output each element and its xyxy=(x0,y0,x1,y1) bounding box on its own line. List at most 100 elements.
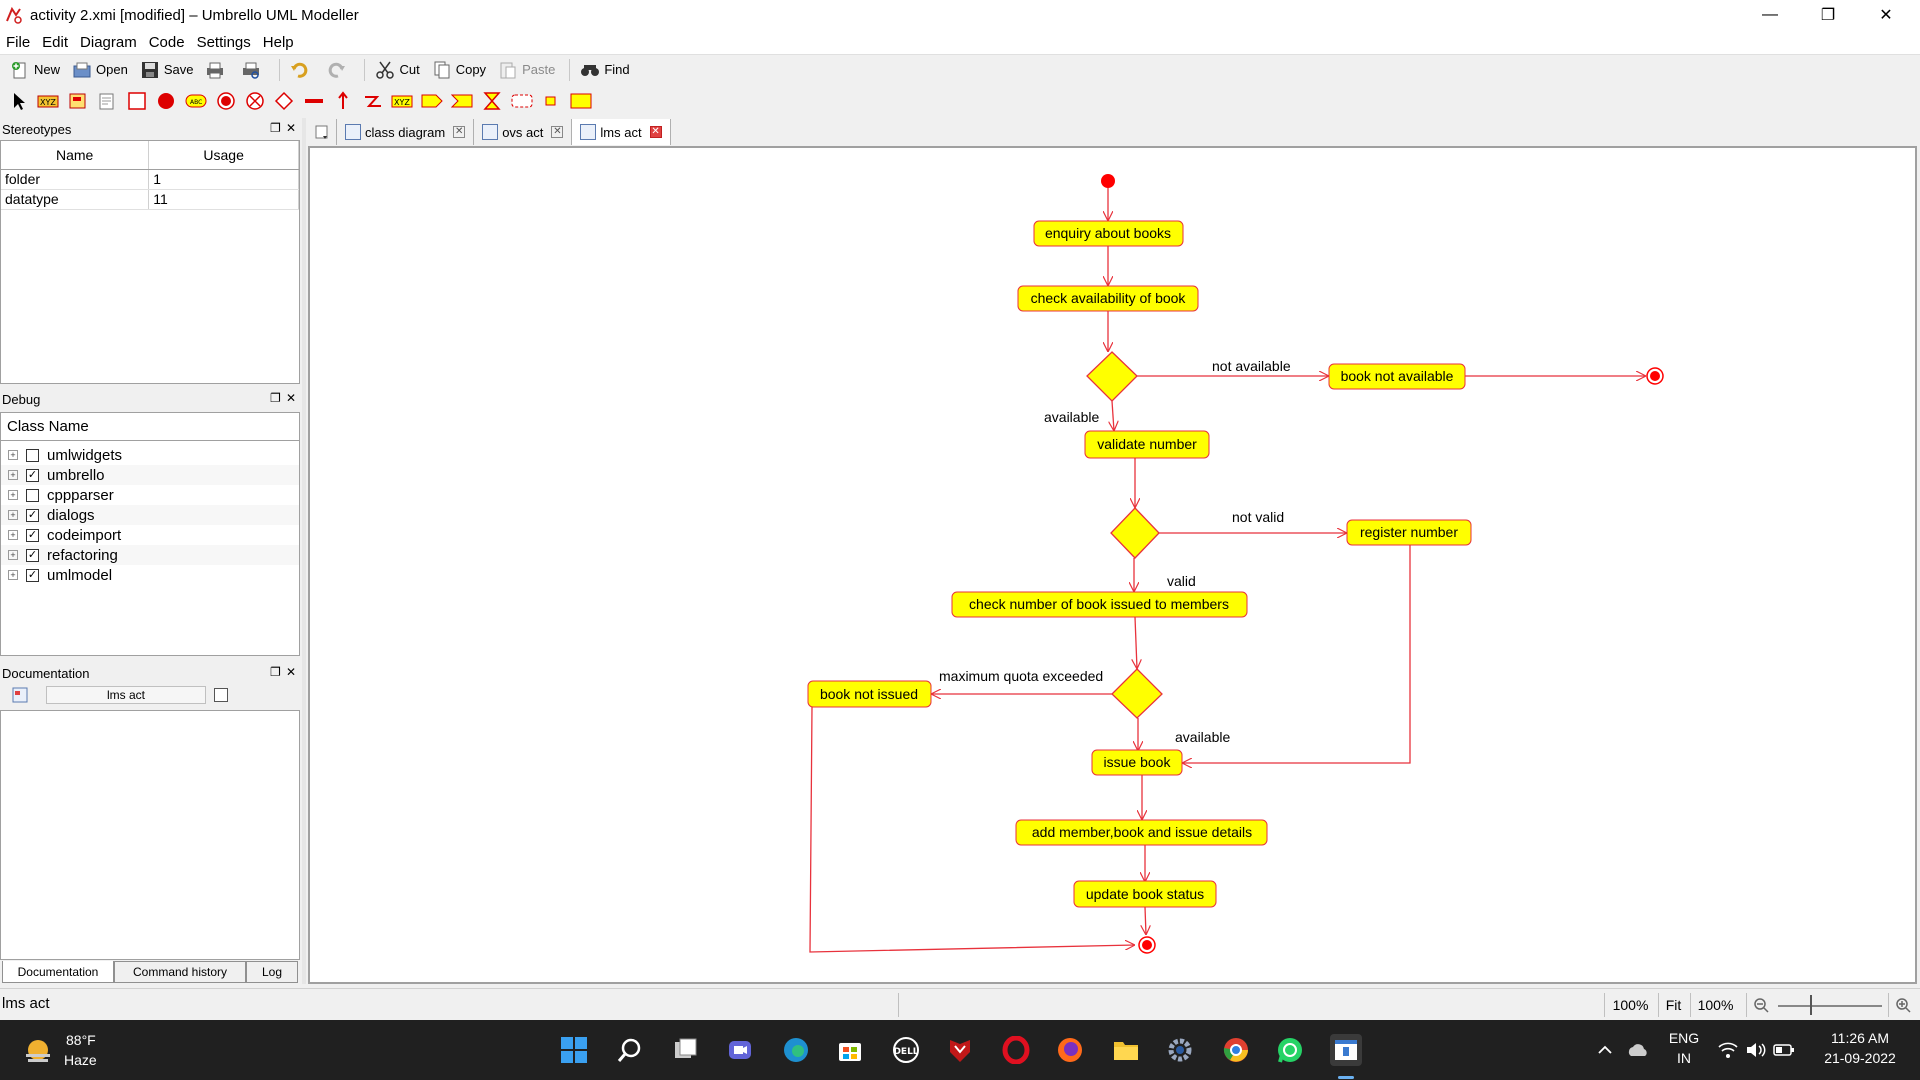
list-item[interactable]: +cppparser xyxy=(1,485,299,505)
firefox-button[interactable] xyxy=(1054,1034,1086,1066)
menu-code[interactable]: Code xyxy=(148,33,185,51)
final-node[interactable] xyxy=(1138,936,1156,954)
list-item[interactable]: +✓umbrello xyxy=(1,465,299,485)
undo-button[interactable] xyxy=(286,57,318,83)
cut-button[interactable]: Cut xyxy=(371,57,423,83)
column-usage-header[interactable]: Usage xyxy=(148,141,299,170)
list-item[interactable]: +✓umlmodel xyxy=(1,565,299,585)
activity-node[interactable]: add member,book and issue details xyxy=(1015,819,1268,846)
send-signal-tool[interactable] xyxy=(421,90,444,112)
activity-node[interactable]: issue book xyxy=(1091,749,1183,776)
anchor-tool[interactable] xyxy=(97,90,118,112)
teams-chat-button[interactable] xyxy=(724,1034,756,1066)
zoom-in-button[interactable] xyxy=(1888,993,1916,1017)
guard-label[interactable]: available xyxy=(1044,409,1099,425)
tab-documentation[interactable]: Documentation xyxy=(2,961,114,983)
activity-node[interactable]: register number xyxy=(1346,519,1472,546)
menu-file[interactable]: File xyxy=(6,33,31,51)
guard-label[interactable]: not available xyxy=(1212,358,1291,374)
show-hidden-icons-button[interactable] xyxy=(1594,1034,1616,1066)
exception-tool[interactable] xyxy=(362,90,383,112)
activity-node[interactable]: update book status xyxy=(1073,880,1217,908)
list-item[interactable]: +✓refactoring xyxy=(1,545,299,565)
menu-help[interactable]: Help xyxy=(262,33,294,51)
maximize-button[interactable]: ❐ xyxy=(1820,7,1836,24)
final-node[interactable] xyxy=(1646,367,1664,385)
documentation-text-area[interactable] xyxy=(0,710,300,960)
class-name-header[interactable]: Class Name xyxy=(1,413,299,441)
select-tool[interactable] xyxy=(8,90,29,112)
dell-app-button[interactable]: DELL xyxy=(890,1034,922,1066)
pin-tool[interactable] xyxy=(541,90,562,112)
expand-icon[interactable]: + xyxy=(8,470,18,480)
transition-line[interactable] xyxy=(1112,400,1114,431)
clock-date[interactable]: 21-09-2022 xyxy=(1824,1050,1896,1066)
close-icon[interactable]: ✕ xyxy=(286,665,297,679)
expand-icon[interactable]: + xyxy=(8,570,18,580)
activity-node[interactable]: check number of book issued to members xyxy=(951,591,1248,618)
zoom-out-button[interactable] xyxy=(1746,993,1774,1017)
flow-final-tool[interactable] xyxy=(244,90,265,112)
debug-checkbox[interactable]: ✓ xyxy=(26,548,39,562)
close-icon[interactable]: ✕ xyxy=(286,391,297,405)
tab-command-history[interactable]: Command history xyxy=(114,961,246,983)
list-item[interactable]: +✓codeimport xyxy=(1,525,299,545)
redo-button[interactable] xyxy=(322,57,354,83)
expand-icon[interactable]: + xyxy=(8,530,18,540)
mcafee-button[interactable] xyxy=(944,1034,976,1066)
tab-close-icon[interactable]: ✕ xyxy=(551,126,564,138)
debug-checkbox[interactable] xyxy=(26,448,39,462)
file-explorer-button[interactable] xyxy=(1110,1034,1142,1066)
weather-icon[interactable] xyxy=(22,1034,54,1066)
zoom-slider-handle[interactable] xyxy=(1810,995,1812,1015)
guard-label[interactable]: available xyxy=(1175,729,1230,745)
settings-button[interactable] xyxy=(1164,1034,1196,1066)
debug-checkbox[interactable]: ✓ xyxy=(26,528,39,542)
activity-node[interactable]: book not issued xyxy=(807,680,932,708)
tab-close-icon[interactable]: ✕ xyxy=(453,126,466,138)
branch-tool[interactable] xyxy=(274,90,295,112)
whatsapp-button[interactable] xyxy=(1274,1034,1306,1066)
transition-line[interactable] xyxy=(809,706,1135,953)
expand-icon[interactable]: + xyxy=(8,550,18,560)
list-item[interactable]: +✓dialogs xyxy=(1,505,299,525)
column-name-header[interactable]: Name xyxy=(1,141,150,170)
zoom-slider[interactable] xyxy=(1778,1005,1882,1007)
documentation-name-field[interactable]: lms act xyxy=(46,686,206,704)
find-button[interactable]: Find xyxy=(576,57,633,83)
tab-log[interactable]: Log xyxy=(246,961,298,983)
final-activity-tool[interactable] xyxy=(215,90,236,112)
table-row[interactable]: folder 1 xyxy=(1,169,299,190)
accept-time-tool[interactable] xyxy=(481,90,502,112)
chrome-button[interactable] xyxy=(1220,1034,1252,1066)
decision-diamond[interactable] xyxy=(1086,351,1138,402)
close-icon[interactable]: ✕ xyxy=(286,121,297,135)
save-button[interactable]: Save xyxy=(136,57,198,83)
print-preview-button[interactable] xyxy=(237,57,269,83)
activity-node[interactable]: enquiry about books xyxy=(1033,220,1184,247)
expand-icon[interactable]: + xyxy=(8,490,18,500)
transition-line[interactable] xyxy=(1135,616,1137,669)
debug-checkbox[interactable]: ✓ xyxy=(26,508,39,522)
text-tool[interactable]: XYZ xyxy=(37,90,59,112)
debug-checkbox[interactable]: ✓ xyxy=(26,468,39,482)
volume-button[interactable] xyxy=(1744,1034,1768,1066)
print-button[interactable] xyxy=(201,57,233,83)
language-indicator[interactable]: ENG xyxy=(1668,1030,1700,1046)
debug-checkbox[interactable] xyxy=(26,488,39,502)
umbrello-taskbar-button[interactable] xyxy=(1330,1034,1362,1066)
partition-tool[interactable] xyxy=(570,90,592,112)
guard-label[interactable]: not valid xyxy=(1232,509,1284,525)
tab-close-icon[interactable]: ✕ xyxy=(649,126,662,138)
region-indicator[interactable]: IN xyxy=(1677,1050,1691,1066)
float-icon[interactable]: ❐ xyxy=(270,391,281,405)
search-button[interactable] xyxy=(614,1034,646,1066)
decision-diamond[interactable] xyxy=(1110,507,1160,559)
object-node-tool[interactable]: XYZ xyxy=(391,90,413,112)
zoom-level-box[interactable]: 100% xyxy=(1690,993,1740,1017)
new-button[interactable]: New xyxy=(6,57,64,83)
transition-tool[interactable] xyxy=(333,90,354,112)
debug-checkbox[interactable]: ✓ xyxy=(26,568,39,582)
new-tab-button[interactable] xyxy=(308,119,337,145)
activity-node[interactable]: validate number xyxy=(1084,430,1210,459)
